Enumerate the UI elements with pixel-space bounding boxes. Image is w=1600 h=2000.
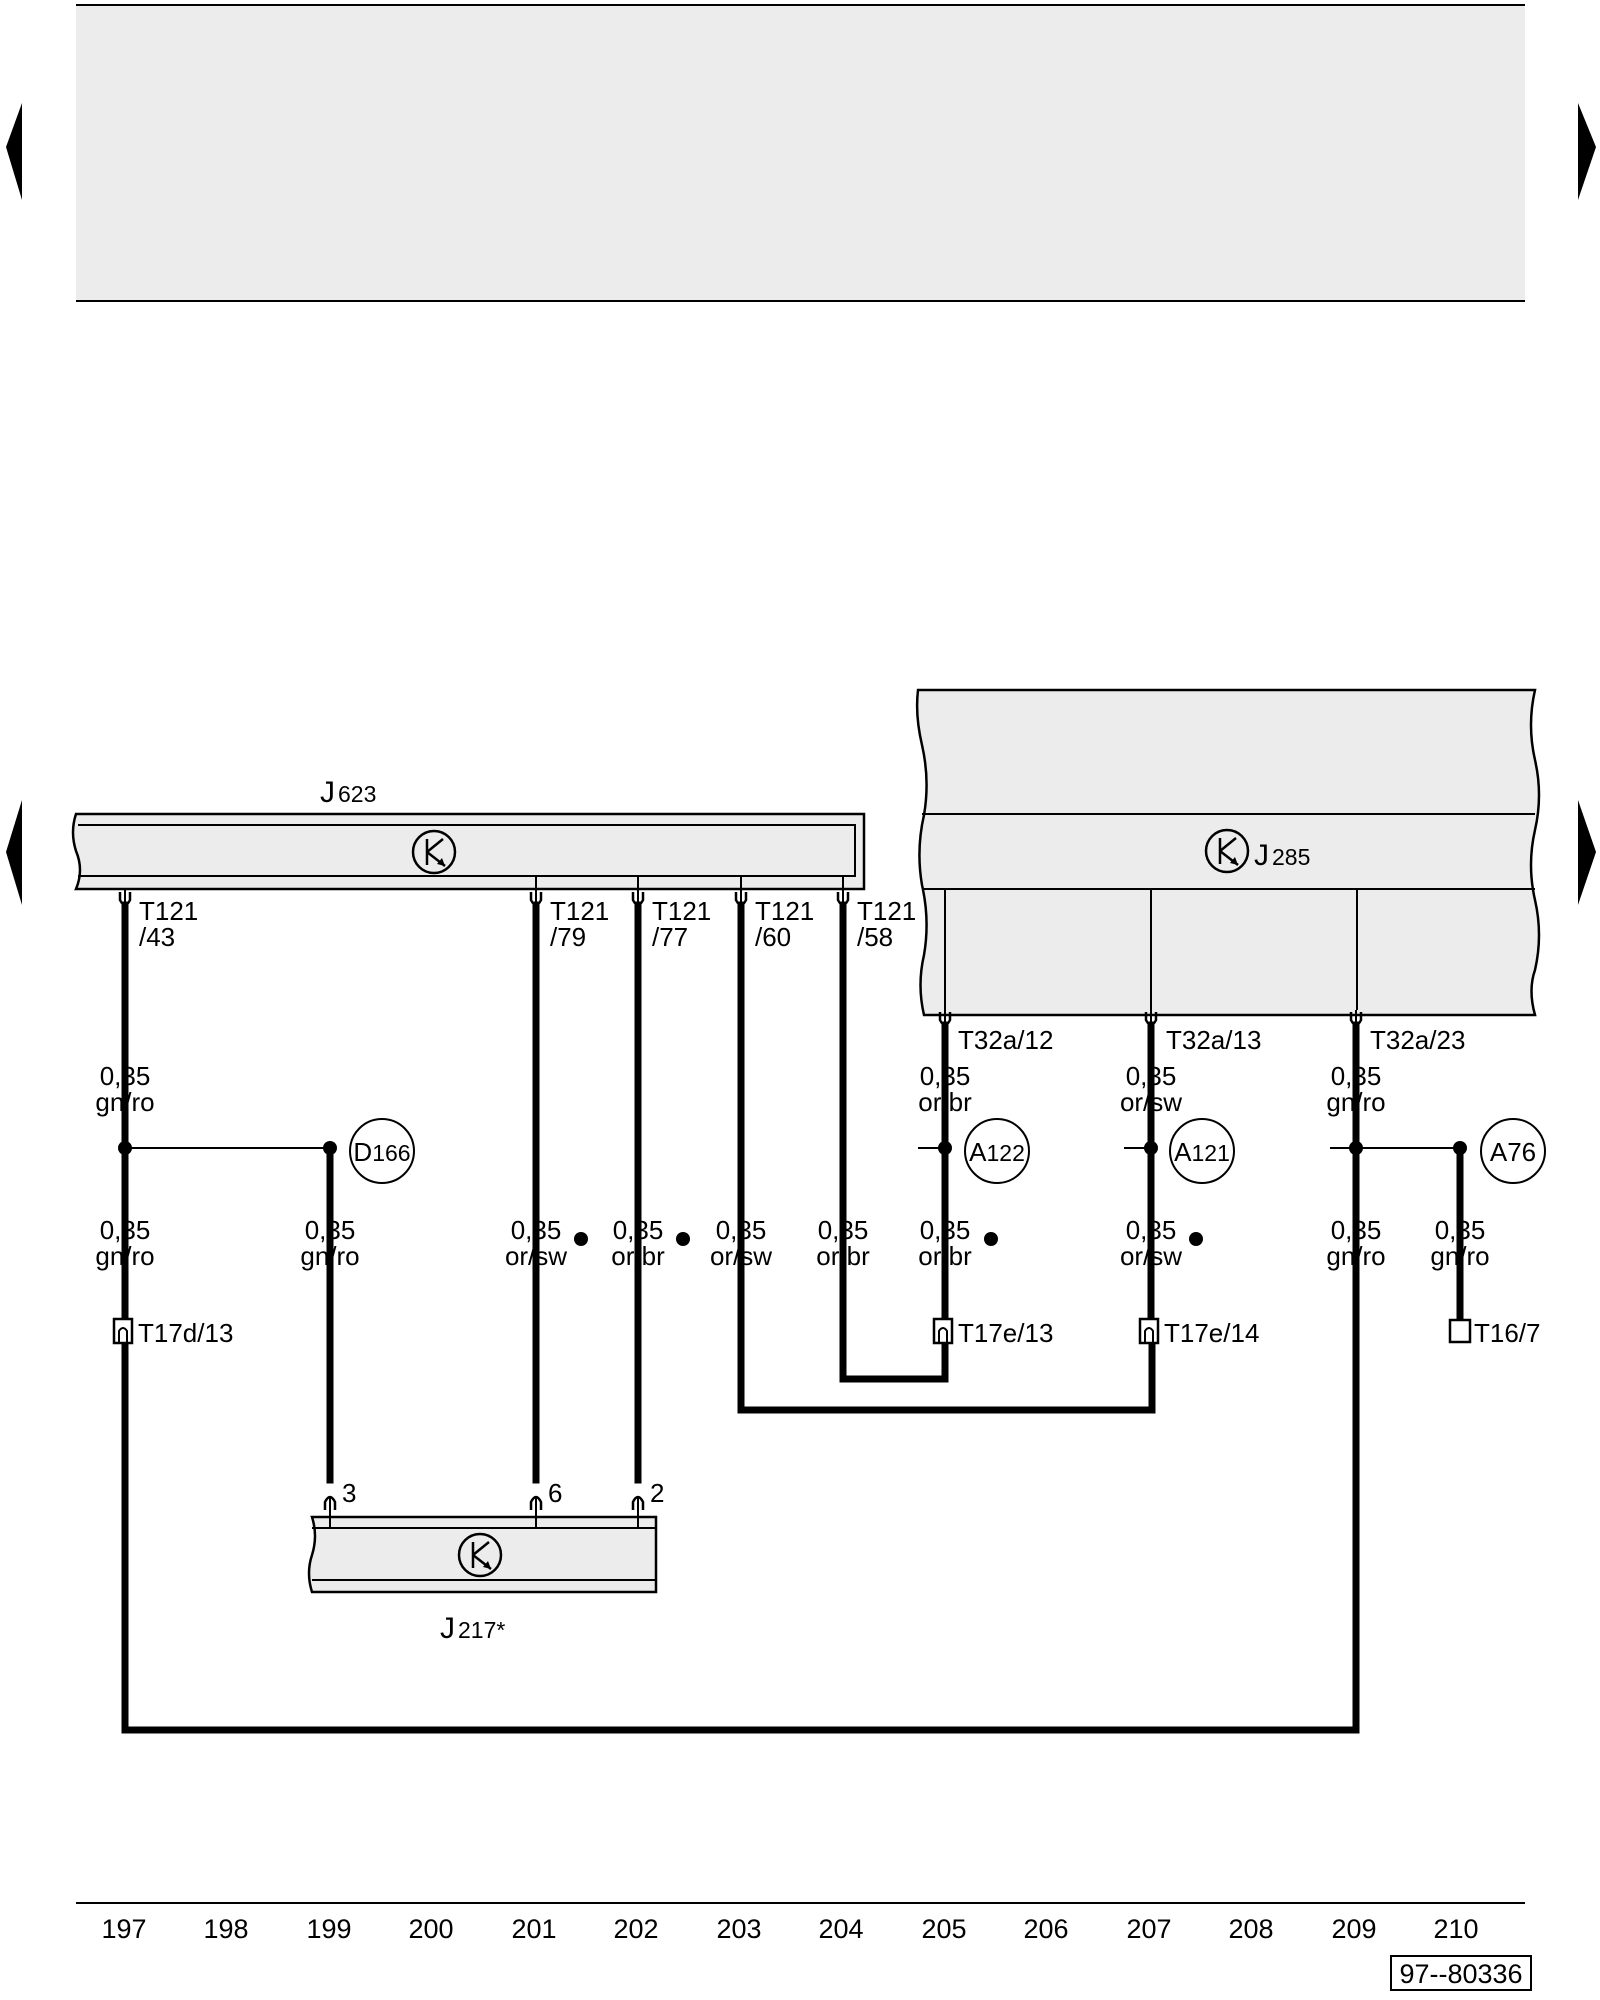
next-page-arrow-icon[interactable] (1578, 103, 1596, 200)
track-number: 209 (1331, 1914, 1376, 1944)
pin-label: T121 (755, 896, 814, 926)
pin-label: T121 (550, 896, 609, 926)
wire-color-label: or/br (918, 1087, 972, 1117)
wire-color-label: or/sw (505, 1241, 567, 1271)
wire-size-label: 0,35 (920, 1061, 971, 1091)
wires (121, 901, 1464, 1734)
wire-color-label: or/sw (1120, 1241, 1182, 1271)
track-number: 197 (101, 1914, 146, 1944)
next-section-arrow-icon[interactable] (1578, 800, 1596, 905)
wire-size-label: 0,35 (1435, 1215, 1486, 1245)
junction-lines (118, 1141, 1467, 1155)
diagram-id: 97--80336 (1399, 1959, 1522, 1989)
track-number: 198 (203, 1914, 248, 1944)
wire-color-label: gn/ro (1430, 1241, 1489, 1271)
connectors: T17d/13 T17e/13 T17e/14 T16/7 (112, 1317, 1541, 1348)
junction-d166-label: D166 (353, 1137, 410, 1167)
wire-color-label: gn/ro (1326, 1241, 1385, 1271)
pin-label: /77 (652, 922, 688, 952)
wire-color-label: gn/ro (95, 1241, 154, 1271)
pin-label: /79 (550, 922, 586, 952)
pin-label: T121 (139, 896, 198, 926)
track-number: 207 (1126, 1914, 1171, 1944)
track-number: 204 (818, 1914, 863, 1944)
track-number: 199 (306, 1914, 351, 1944)
wire-labels-upper: 0,35 gn/ro 0,35 or/br 0,35 or/sw 0,35 gn… (95, 1061, 1385, 1117)
prev-section-arrow-icon[interactable] (6, 800, 22, 905)
connector-label: T17e/13 (958, 1318, 1053, 1348)
junction-a121-label: A121 (1174, 1137, 1230, 1167)
connector-label: T17e/14 (1164, 1318, 1259, 1348)
wire-color-label: or/sw (1120, 1087, 1182, 1117)
wire-size-label: 0,35 (920, 1215, 971, 1245)
track-number: 202 (613, 1914, 658, 1944)
wire-size-label: 0,35 (511, 1215, 562, 1245)
pin-label: T32a/13 (1166, 1025, 1261, 1055)
wire-color-label: or/br (816, 1241, 870, 1271)
wire-size-label: 0,35 (1126, 1215, 1177, 1245)
wire-size-label: 0,35 (716, 1215, 767, 1245)
wire-size-label: 0,35 (100, 1215, 151, 1245)
junction-a122-label: A122 (969, 1137, 1025, 1167)
wire-color-label: or/br (918, 1241, 972, 1271)
pin-label: 2 (650, 1478, 664, 1508)
connector-label: T17d/13 (138, 1318, 233, 1348)
pin-label: T121 (857, 896, 916, 926)
j217-pins: 3 6 2 (323, 1478, 664, 1528)
wire-labels-lower: 0,35 gn/ro 0,35 gn/ro 0,35 or/sw 0,35 or… (95, 1215, 1489, 1271)
track-number: 200 (408, 1914, 453, 1944)
wire-size-label: 0,35 (1126, 1061, 1177, 1091)
track-number: 208 (1228, 1914, 1273, 1944)
wire-size-label: 0,35 (1331, 1061, 1382, 1091)
pin-label: /58 (857, 922, 893, 952)
header-panel (76, 4, 1525, 302)
track-number: 206 (1023, 1914, 1068, 1944)
track-number: 201 (511, 1914, 556, 1944)
wire-size-label: 0,35 (818, 1215, 869, 1245)
wire-color-label: gn/ro (95, 1087, 154, 1117)
junction-a76-label: A76 (1490, 1137, 1536, 1167)
track-number: 210 (1433, 1914, 1478, 1944)
track-ruler: 197 198 199 200 201 202 203 204 205 206 … (76, 1902, 1532, 1991)
wire-color-label: gn/ro (300, 1241, 359, 1271)
pin-label: /60 (755, 922, 791, 952)
wire-color-label: gn/ro (1326, 1087, 1385, 1117)
wire-size-label: 0,35 (100, 1061, 151, 1091)
wire-color-label: or/br (611, 1241, 665, 1271)
wire-size-label: 0,35 (613, 1215, 664, 1245)
track-number: 203 (716, 1914, 761, 1944)
wire-size-label: 0,35 (1331, 1215, 1382, 1245)
marker-dots (574, 1232, 1203, 1246)
wire-color-label: or/sw (710, 1241, 772, 1271)
junction-circles: D166 A122 A121 A76 (349, 1118, 1546, 1184)
j623-pins: T121 /43 T121 /79 T121 /77 T121 /60 T121… (118, 876, 916, 952)
pin-label: T32a/12 (958, 1025, 1053, 1055)
prev-page-arrow-icon[interactable] (6, 103, 22, 200)
j285-pins: T32a/12 T32a/13 T32a/23 (938, 1008, 1465, 1055)
wire-size-label: 0,35 (305, 1215, 356, 1245)
pin-label: 3 (342, 1478, 356, 1508)
pin-label: 6 (548, 1478, 562, 1508)
connector-label: T16/7 (1474, 1318, 1541, 1348)
track-number: 205 (921, 1914, 966, 1944)
pin-label: /43 (139, 922, 175, 952)
pin-label: T32a/23 (1370, 1025, 1465, 1055)
pin-label: T121 (652, 896, 711, 926)
